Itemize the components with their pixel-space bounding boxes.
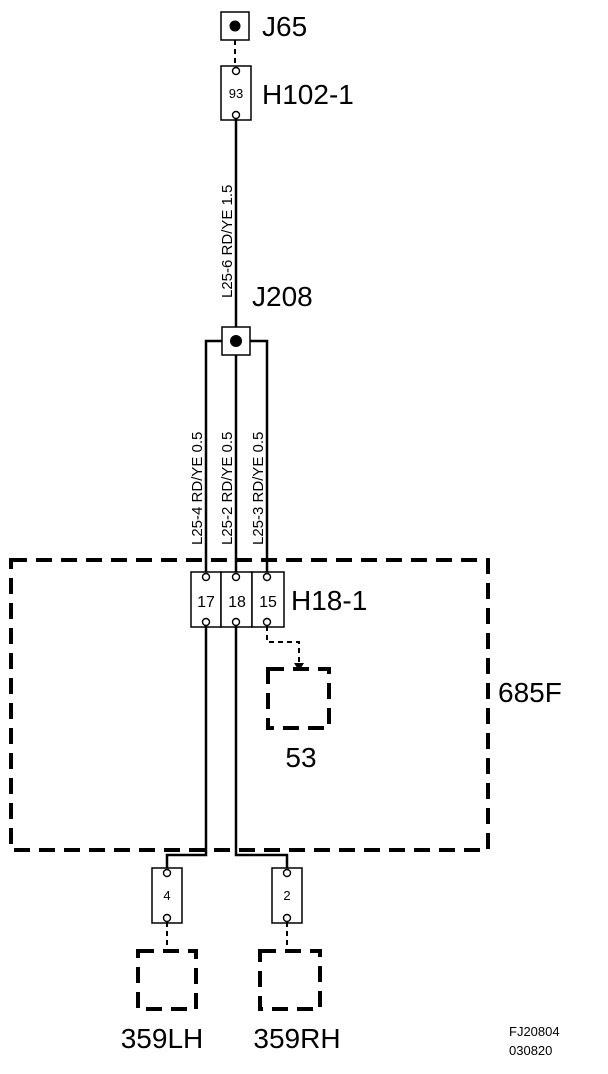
link-pin15-component-53 — [266, 626, 300, 666]
wire-center-label: L25-2 RD/YE 0.5 — [219, 432, 236, 545]
connector-h18-1: 17 18 15 H18-1 — [190, 571, 367, 628]
connector-359rh: 2 — [271, 867, 303, 924]
splice-j65: J65 — [220, 11, 307, 42]
connector-h102-1-pin-bottom — [231, 110, 241, 120]
splice-j208-dot — [230, 335, 242, 347]
connector-359rh-pin-top — [282, 868, 292, 878]
connector-h18-1-pin-18-number: 18 — [228, 594, 246, 611]
connector-h18-1-pin-15-number: 15 — [259, 594, 277, 611]
connector-359lh-pin-number: 4 — [163, 888, 170, 903]
connector-h18-1-pin-17-bottom — [201, 617, 211, 627]
connector-h18-1-pin-17-number: 17 — [197, 594, 215, 611]
component-359lh-box — [136, 949, 198, 1011]
connector-359lh: 4 — [151, 867, 183, 924]
splice-j65-label: J65 — [262, 11, 307, 42]
connector-h18-1-label: H18-1 — [291, 585, 367, 616]
reference-code: FJ20804 — [509, 1024, 560, 1039]
connector-h102-1-pin-top — [231, 66, 241, 76]
connector-h18-1-pin-17-top — [201, 572, 211, 582]
splice-j208-label: J208 — [252, 281, 313, 312]
splice-j65-dot — [229, 20, 241, 32]
connector-359rh-pin-number: 2 — [283, 888, 290, 903]
component-359rh-box — [258, 949, 322, 1011]
wire-right-label: L25-3 RD/YE 0.5 — [250, 432, 267, 545]
component-53-box — [266, 667, 331, 730]
component-359lh-label: 359LH — [121, 1023, 204, 1054]
connector-h102-1-pin-number: 93 — [229, 86, 243, 101]
reference-date: 030820 — [509, 1043, 552, 1058]
wire-right-branch — [250, 339, 269, 573]
wire-left-label: L25-4 RD/YE 0.5 — [189, 432, 206, 545]
wire-pin18-to-359rh — [234, 626, 289, 868]
connector-h18-1-pin-18-top — [231, 572, 241, 582]
connector-359lh-pin-top — [162, 868, 172, 878]
connector-h18-1-pin-18-bottom — [231, 617, 241, 627]
module-685f-boundary — [9, 558, 490, 852]
wire-main-label: L25-6 RD/YE 1.5 — [219, 185, 236, 298]
component-53-label: 53 — [285, 742, 316, 773]
wire-left-branch — [204, 339, 222, 573]
splice-j208: J208 — [221, 281, 313, 356]
connector-359rh-pin-bottom — [282, 913, 292, 923]
module-685f-label: 685F — [498, 677, 562, 708]
connector-h102-1: 93 H102-1 — [220, 65, 354, 121]
connector-h18-1-pin-15-top — [262, 572, 272, 582]
connector-h18-1-pin-15-bottom — [262, 617, 272, 627]
component-359rh-label: 359RH — [253, 1023, 340, 1054]
wire-pin17-to-359lh — [165, 626, 208, 868]
connector-359lh-pin-bottom — [162, 913, 172, 923]
connector-h102-1-label: H102-1 — [262, 79, 354, 110]
